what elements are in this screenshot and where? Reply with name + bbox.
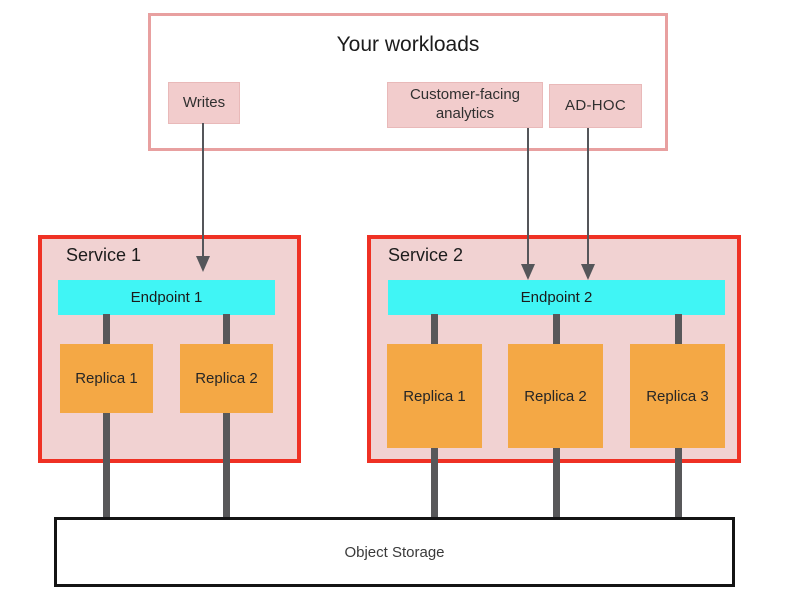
- arrow-head-icon: [196, 256, 210, 272]
- arrow-head-icon: [581, 264, 595, 280]
- service2-endpoint-label: Endpoint 2: [520, 289, 593, 306]
- connector-endpoint2-replica3: [675, 314, 682, 344]
- service2-replica2-label: Replica 2: [524, 387, 587, 405]
- workload-writes-label: Writes: [182, 93, 226, 111]
- connector-s1-replica1-storage: [103, 413, 110, 520]
- connector-endpoint1-replica1: [103, 314, 110, 344]
- workload-writes-box: Writes: [168, 82, 240, 124]
- connector-s2-replica2-storage: [553, 448, 560, 520]
- connector-s1-replica2-storage: [223, 413, 230, 520]
- service2-title: Service 2: [388, 245, 464, 265]
- workload-adhoc-label: AD-HOC: [565, 96, 626, 114]
- connector-endpoint2-replica1: [431, 314, 438, 344]
- arrow-analytics-to-endpoint2: [521, 128, 535, 280]
- service1-replica2-label: Replica 2: [195, 370, 258, 387]
- service1-replica1-label: Replica 1: [75, 370, 138, 387]
- service2-endpoint-bar: Endpoint 2: [388, 280, 725, 315]
- connector-s2-replica1-storage: [431, 448, 438, 520]
- service1-endpoint-label: Endpoint 1: [130, 289, 203, 306]
- workload-adhoc-box: AD-HOC: [549, 84, 642, 128]
- service2-replica1-label: Replica 1: [403, 387, 466, 405]
- service2-replica3-box: Replica 3: [630, 344, 725, 448]
- arrow-shaft: [527, 128, 529, 266]
- object-storage-box: Object Storage: [54, 517, 735, 587]
- connector-s2-replica3-storage: [675, 448, 682, 520]
- service1-endpoint-bar: Endpoint 1: [58, 280, 275, 315]
- service1-replica1-box: Replica 1: [60, 344, 153, 413]
- object-storage-label: Object Storage: [344, 543, 445, 561]
- service2-replica3-label: Replica 3: [646, 387, 709, 405]
- service1-title: Service 1: [66, 245, 142, 265]
- connector-endpoint2-replica2: [553, 314, 560, 344]
- workload-customer-facing-analytics-box: Customer-facing analytics: [387, 82, 543, 128]
- service1-replica2-box: Replica 2: [180, 344, 273, 413]
- arrow-head-icon: [521, 264, 535, 280]
- arrow-writes-to-endpoint1: [196, 123, 210, 272]
- connector-endpoint1-replica2: [223, 314, 230, 344]
- arrow-shaft: [202, 123, 204, 258]
- service2-replica1-box: Replica 1: [387, 344, 482, 448]
- workloads-title: Your workloads: [336, 33, 480, 56]
- arrow-adhoc-to-endpoint2: [581, 128, 595, 280]
- arrow-shaft: [587, 128, 589, 266]
- workload-customer-facing-analytics-label: Customer-facing analytics: [409, 86, 521, 122]
- service2-replica2-box: Replica 2: [508, 344, 603, 448]
